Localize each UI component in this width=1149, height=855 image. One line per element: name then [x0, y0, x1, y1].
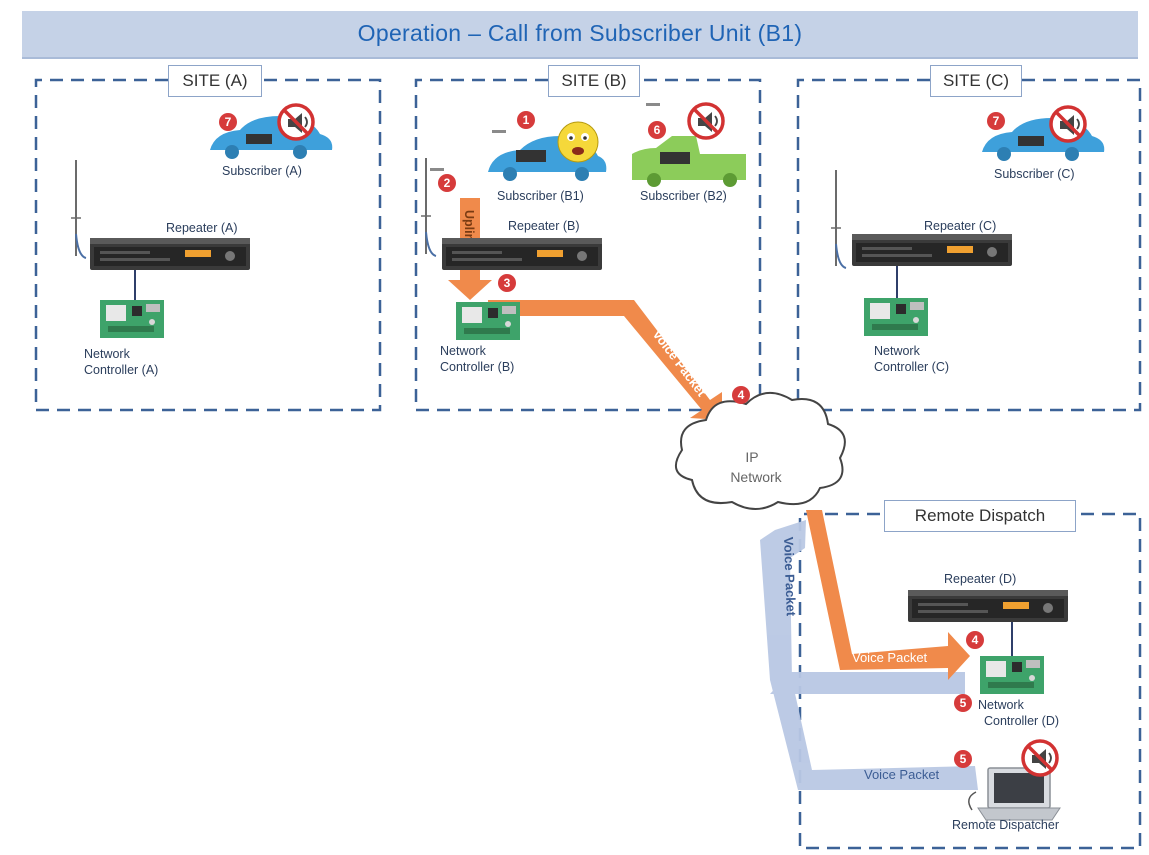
site-b-label: SITE (B): [548, 65, 640, 97]
svg-text:2: 2: [444, 176, 451, 190]
controller-a-caption-2: Controller (A): [84, 363, 159, 377]
ip-network-label-1: IP: [745, 449, 758, 465]
svg-text:7: 7: [993, 114, 1000, 128]
subscriber-b2-car: [632, 102, 746, 187]
signal-icons-b: [430, 103, 660, 171]
remote-dispatch-label: Remote Dispatch: [884, 500, 1076, 532]
controller-c-caption-1: Network: [874, 344, 920, 358]
svg-text:5: 5: [960, 752, 967, 766]
repeater-a: [90, 238, 250, 270]
blue-arrow-to-controller: [770, 672, 965, 694]
site-b-border: [414, 78, 762, 412]
repeater-d-caption: Repeater (D): [944, 572, 1017, 586]
repeater-c-caption: Repeater (C): [924, 219, 997, 233]
svg-text:7: 7: [225, 115, 232, 129]
site-a-border: [34, 78, 382, 412]
ip-network-label-2: Network: [730, 469, 782, 485]
repeater-c: [852, 234, 1012, 266]
svg-text:1: 1: [523, 113, 530, 127]
blue-arrow-to-dispatcher: [770, 680, 978, 790]
svg-text:6: 6: [654, 123, 661, 137]
site-c-label: SITE (C): [930, 65, 1022, 97]
site-a-label: SITE (A): [168, 65, 262, 97]
network-controller-b: [456, 302, 520, 340]
subscriber-b1-caption: Subscriber (B1): [497, 189, 584, 203]
antenna-c: [830, 169, 847, 269]
site-c-border: [796, 78, 1142, 412]
voice-packet-site-b-label: Voice Packet: [650, 327, 710, 400]
subscriber-c-caption: Subscriber (C): [994, 167, 1075, 181]
voice-packet-down-label: Voice Packet: [852, 650, 928, 665]
network-controller-c: [864, 298, 928, 336]
controller-c-caption-2: Controller (C): [874, 360, 950, 374]
controller-a-caption-1: Network: [84, 347, 130, 361]
title-bar: Operation – Call from Subscriber Unit (B…: [22, 11, 1138, 59]
svg-text:3: 3: [504, 276, 511, 290]
subscriber-b2-caption: Subscriber (B2): [640, 189, 727, 203]
blue-arrow-up: [760, 520, 806, 680]
svg-text:4: 4: [738, 388, 745, 402]
ip-network-cloud: [674, 392, 846, 510]
repeater-b: [442, 238, 602, 270]
controller-d-caption-1: Network: [978, 698, 1024, 712]
repeater-b-caption: Repeater (B): [508, 219, 580, 233]
subscriber-a-car: [210, 103, 333, 159]
page-title: Operation – Call from Subscriber Unit (B…: [357, 20, 803, 46]
network-controller-a: [100, 300, 164, 338]
remote-dispatcher-caption: Remote Dispatcher: [952, 818, 1059, 832]
orange-arrow-down: [806, 510, 970, 680]
remote-dispatcher-laptop: [968, 739, 1061, 821]
antenna-b: [420, 157, 437, 257]
step-markers: 7 1 2 3 6 7 4 4 5 5: [219, 111, 1005, 768]
subscriber-a-caption: Subscriber (A): [222, 164, 302, 178]
repeater-d: [908, 590, 1068, 622]
blue-voice-packet-arrows: [760, 520, 978, 790]
subscriber-b1-car: [488, 121, 607, 181]
controller-b-caption-1: Network: [440, 344, 486, 358]
repeater-a-caption: Repeater (A): [166, 221, 238, 235]
subscriber-c-car: [982, 105, 1105, 161]
voice-packet-dispatcher-label: Voice Packet: [864, 767, 940, 782]
voice-packet-up-label: Voice Packet: [781, 537, 799, 617]
controller-d-caption-2: Controller (D): [984, 714, 1060, 728]
network-controller-d: [980, 656, 1044, 694]
svg-text:5: 5: [960, 696, 967, 710]
antenna-a: [70, 159, 87, 259]
svg-text:4: 4: [972, 633, 979, 647]
controller-b-caption-2: Controller (B): [440, 360, 515, 374]
